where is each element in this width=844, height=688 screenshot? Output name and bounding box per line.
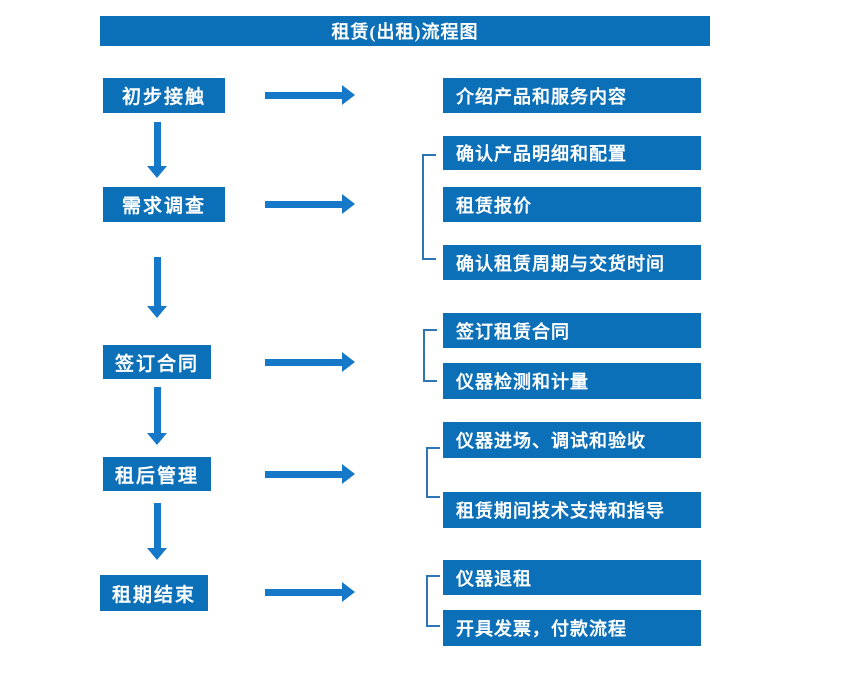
down-arrow-icon	[147, 387, 167, 445]
step-box-post-rental-management: 租后管理	[103, 457, 211, 491]
flowchart-title: 租赁(出租)流程图	[100, 16, 710, 46]
right-arrow-shaft	[265, 588, 342, 596]
step-box-initial-contact: 初步接触	[103, 78, 225, 113]
right-arrow-icon	[265, 85, 355, 105]
down-arrow-head	[147, 306, 167, 318]
detail-box-confirm-rental-period-delivery: 确认租赁周期与交货时间	[443, 245, 701, 280]
right-arrow-icon	[265, 352, 355, 372]
down-arrow-shaft	[153, 387, 161, 433]
step-box-rental-end: 租期结束	[100, 575, 208, 611]
right-arrow-head	[342, 85, 355, 105]
bracket-connector	[422, 154, 436, 260]
right-arrow-head	[342, 464, 355, 484]
detail-box-instrument-return: 仪器退租	[443, 560, 701, 595]
detail-box-rental-quotation: 租赁报价	[443, 187, 701, 222]
detail-box-confirm-product-details: 确认产品明细和配置	[443, 136, 701, 170]
right-arrow-icon	[265, 582, 355, 602]
right-arrow-head	[342, 582, 355, 602]
down-arrow-shaft	[153, 503, 161, 548]
right-arrow-shaft	[265, 358, 342, 366]
step-box-demand-survey: 需求调查	[103, 187, 225, 222]
down-arrow-head	[147, 548, 167, 560]
down-arrow-icon	[147, 122, 167, 178]
detail-box-invoice-payment-process: 开具发票，付款流程	[443, 610, 701, 646]
detail-box-technical-support-guidance: 租赁期间技术支持和指导	[443, 492, 701, 528]
bracket-connector	[426, 575, 440, 627]
right-arrow-shaft	[265, 470, 342, 478]
right-arrow-icon	[265, 464, 355, 484]
bracket-connector	[423, 329, 437, 382]
step-box-sign-contract: 签订合同	[103, 345, 211, 379]
down-arrow-shaft	[153, 122, 161, 166]
down-arrow-head	[147, 166, 167, 178]
right-arrow-shaft	[265, 91, 342, 99]
right-arrow-icon	[265, 194, 355, 214]
down-arrow-icon	[147, 503, 167, 560]
detail-box-instrument-entry-commissioning: 仪器进场、调试和验收	[443, 422, 701, 458]
down-arrow-shaft	[153, 257, 161, 306]
down-arrow-icon	[147, 257, 167, 318]
detail-box-introduce-products-services: 介绍产品和服务内容	[443, 78, 701, 113]
down-arrow-head	[147, 433, 167, 445]
bracket-connector	[426, 447, 440, 498]
detail-box-instrument-testing-calibration: 仪器检测和计量	[443, 363, 701, 399]
right-arrow-head	[342, 194, 355, 214]
detail-box-sign-rental-contract: 签订租赁合同	[443, 313, 701, 348]
right-arrow-shaft	[265, 200, 342, 208]
right-arrow-head	[342, 352, 355, 372]
